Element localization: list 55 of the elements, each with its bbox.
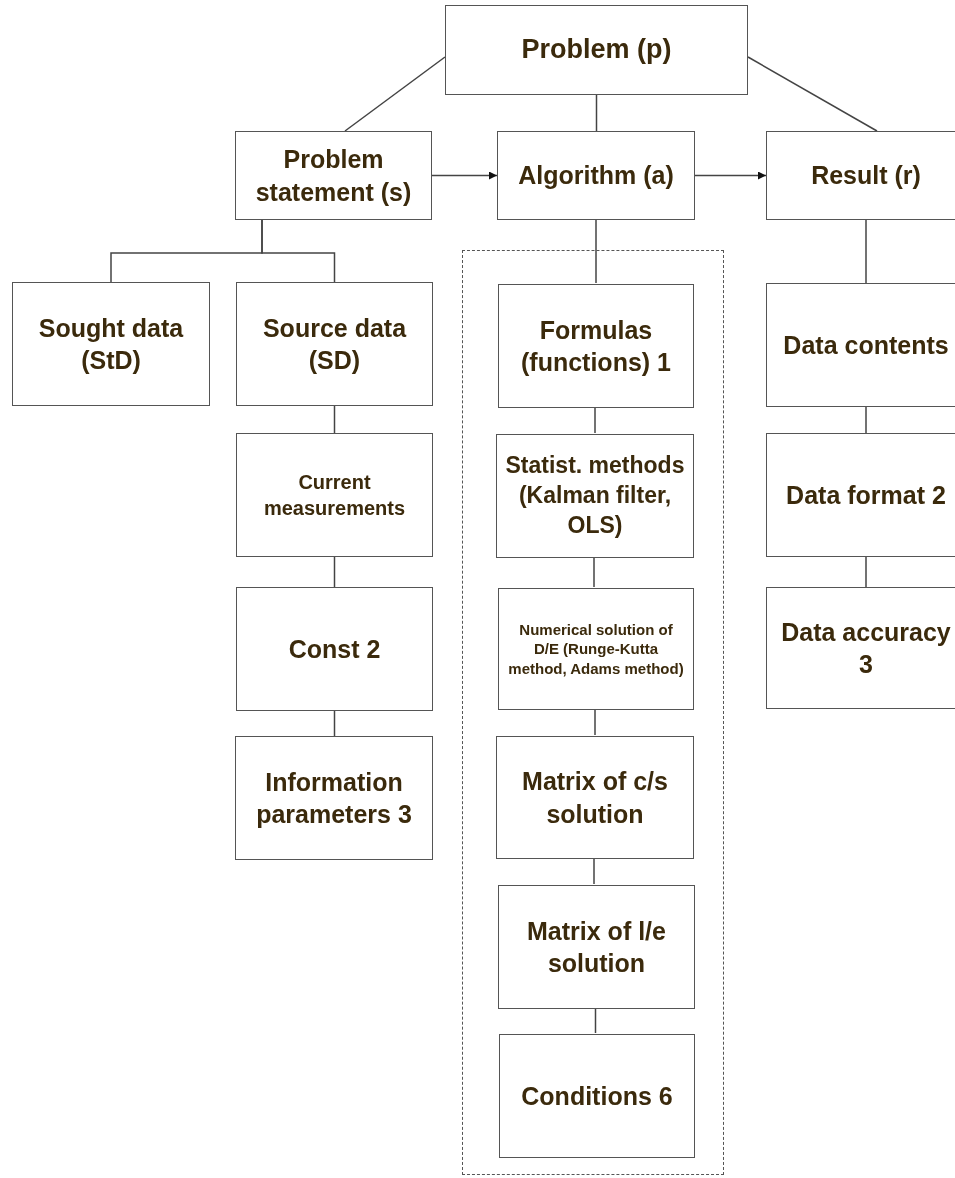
connector-line	[594, 708, 596, 736]
arrow	[431, 171, 498, 180]
process-box	[496, 434, 694, 558]
process-box	[236, 282, 433, 406]
connector-line	[595, 219, 597, 284]
box-label: Algorithm (a)	[518, 160, 674, 192]
process-box	[497, 131, 695, 220]
box-label: Conditions 6	[521, 1080, 673, 1112]
connector-line	[865, 219, 867, 284]
connector-line	[593, 556, 595, 588]
box-label: Statist. methods (Kalman filter, OLS)	[504, 451, 686, 540]
box-label: Problem statement (s)	[254, 144, 413, 208]
arrow	[694, 171, 767, 180]
connector-line	[747, 56, 878, 132]
process-box	[766, 587, 955, 709]
box-label: Information parameters 3	[255, 766, 413, 830]
box-label: Source data (SD)	[261, 312, 408, 376]
box-label: Problem (p)	[521, 33, 672, 67]
process-box	[445, 5, 748, 95]
connector-line	[865, 556, 867, 588]
box-label: Data format 2	[786, 479, 946, 511]
process-box	[766, 433, 955, 557]
process-box	[498, 885, 695, 1009]
box-label: Numerical solution of D/E (Runge-Kutta method, Adams method)	[507, 619, 685, 679]
process-box	[498, 284, 694, 408]
process-box	[235, 736, 433, 860]
box-label: Data accuracy 3	[780, 616, 952, 680]
process-box	[236, 433, 433, 557]
process-box	[766, 131, 955, 220]
connector-line	[865, 406, 867, 434]
connector-line	[594, 406, 596, 434]
process-box	[236, 587, 433, 711]
connector-line	[333, 556, 336, 588]
connector-line	[595, 94, 598, 132]
process-box	[235, 131, 432, 220]
process-box	[499, 1034, 695, 1158]
process-box	[496, 736, 694, 859]
box-label: Data contents	[783, 329, 949, 361]
process-box	[766, 283, 955, 407]
process-box	[12, 282, 210, 406]
dashed-group-frame	[462, 250, 724, 1175]
box-label: Matrix of l/e solution	[526, 915, 667, 979]
connector-line	[344, 56, 446, 132]
box-label: Sought data (StD)	[37, 312, 185, 376]
connector-line	[594, 1007, 597, 1034]
process-box	[498, 588, 694, 710]
box-label: Result (r)	[811, 160, 921, 192]
connector-line	[593, 857, 595, 885]
box-label: Const 2	[288, 633, 381, 665]
box-label: Current measurements	[262, 470, 407, 521]
connector-line	[261, 219, 336, 283]
connector-line	[333, 710, 336, 737]
box-label: Matrix of c/s solution	[521, 766, 669, 830]
box-label: Formulas (functions) 1	[520, 314, 672, 378]
connector-line	[333, 405, 336, 434]
